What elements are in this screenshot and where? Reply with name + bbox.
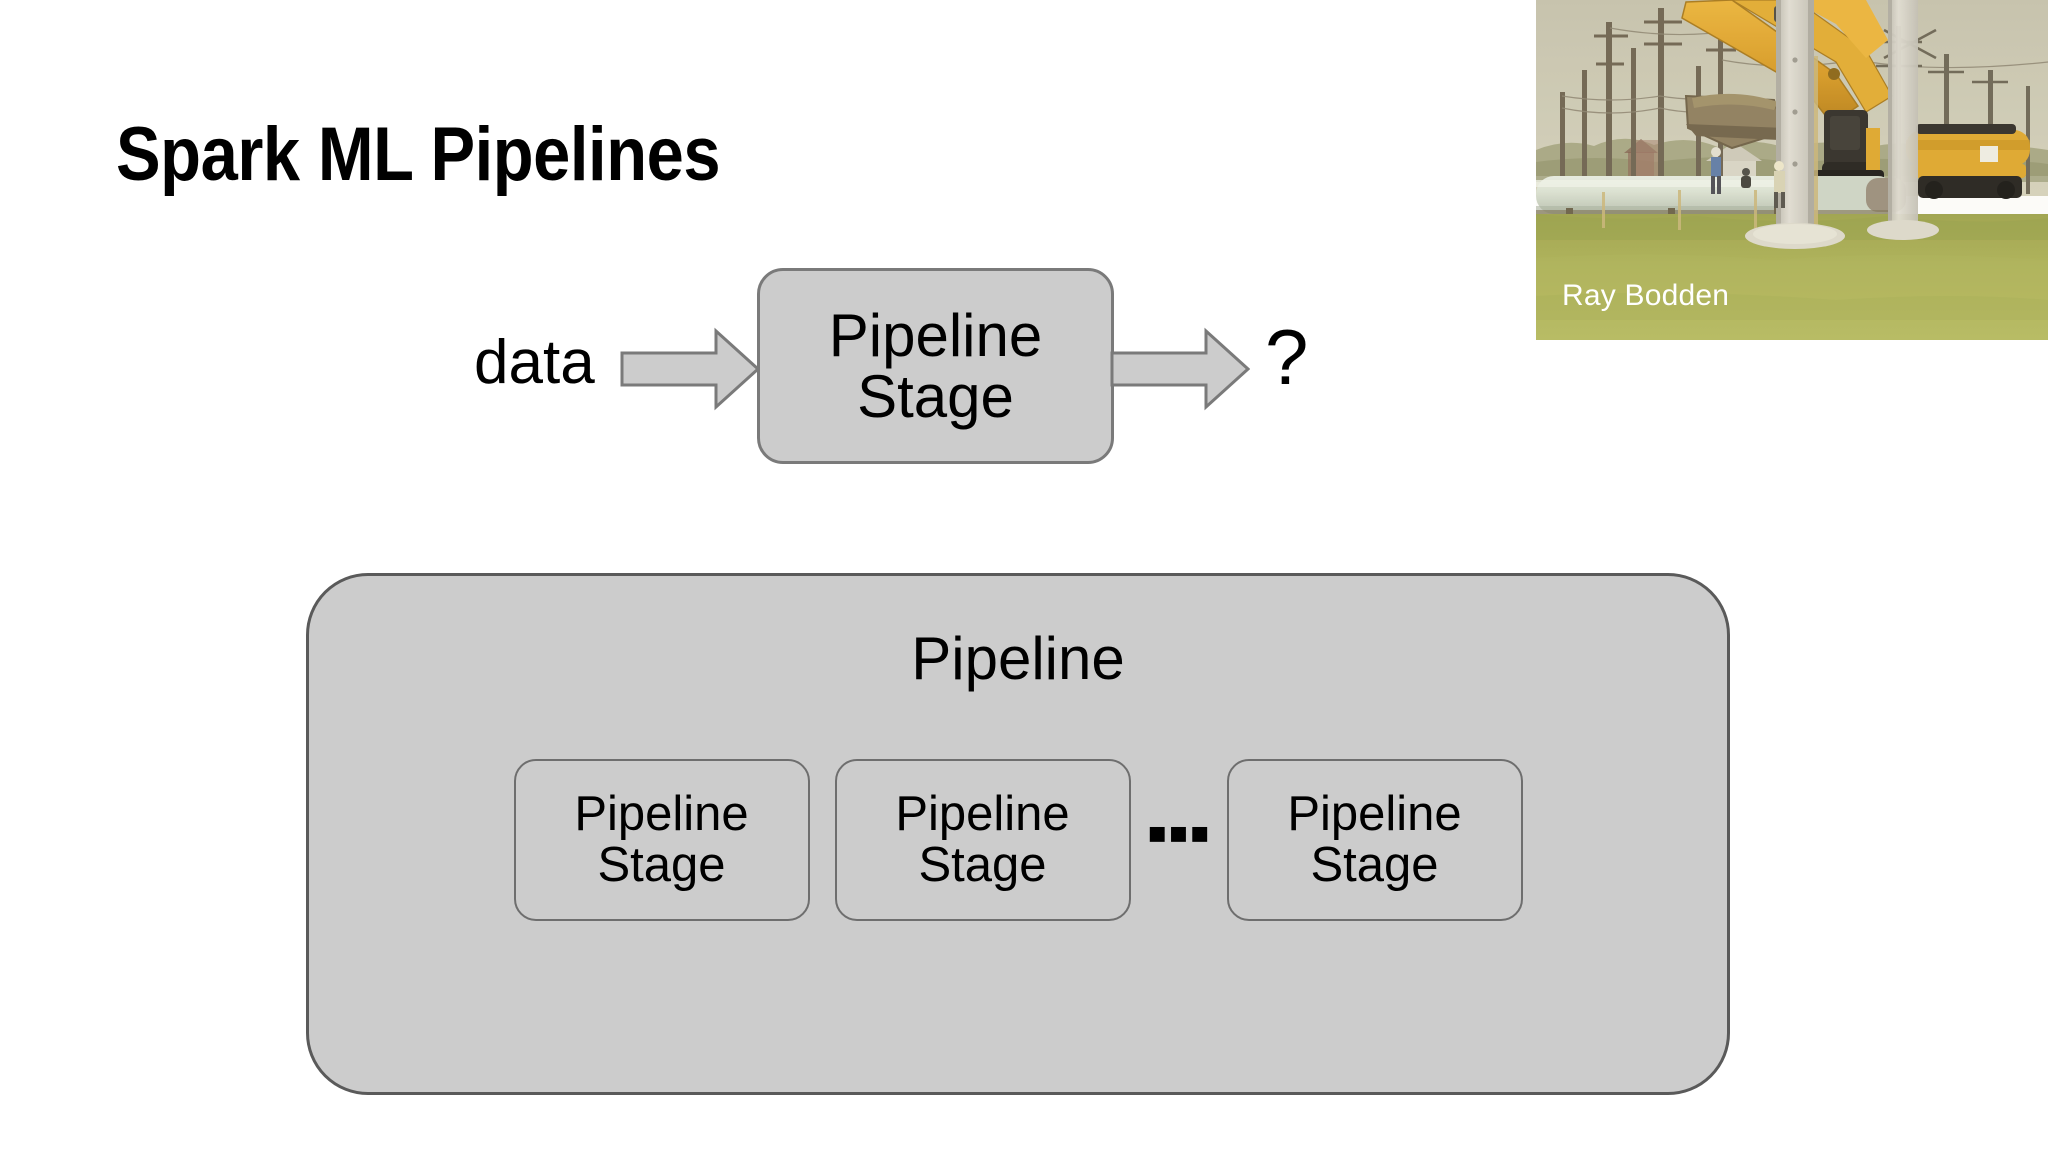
stage-label-line1: Pipeline [828,301,1043,369]
stage-label-line2: Stage [1310,838,1439,892]
pipeline-stage-box-1: Pipeline Stage [513,759,810,921]
pipeline-stage-row: Pipeline Stage Pipeline Stage ▪▪▪ Pipeli… [309,758,1727,922]
block-arrow-right-icon [620,327,760,411]
pipeline-stage-box-2: Pipeline Stage [834,759,1131,921]
ellipsis-label: ▪▪▪ [1146,799,1211,866]
photo-credit-label: Ray Bodden [1562,279,1730,312]
photo-illustration [1536,0,2048,340]
pipeline-stage-box-top: Pipeline Stage [757,268,1114,464]
unknown-output-label: ? [1265,313,1309,401]
stage-label-line2: Stage [597,838,726,892]
stage-label-line1: Pipeline [1287,787,1462,842]
stage-label-line1: Pipeline [895,787,1070,842]
page-title: Spark ML Pipelines [116,112,721,197]
pipeline-container-box: Pipeline Pipeline Stage Pipeline Stage ▪… [306,573,1730,1095]
stage-label-line2: Stage [857,363,1014,430]
construction-photo: Ray Bodden [1536,0,2048,340]
pipeline-stage-box-3: Pipeline Stage [1226,759,1523,921]
pipeline-heading-label: Pipeline [911,625,1125,692]
stage-label-line1: Pipeline [574,787,749,842]
block-arrow-right-icon [1110,327,1250,411]
stage-label-line2: Stage [918,838,1047,892]
data-input-label: data [474,328,595,397]
